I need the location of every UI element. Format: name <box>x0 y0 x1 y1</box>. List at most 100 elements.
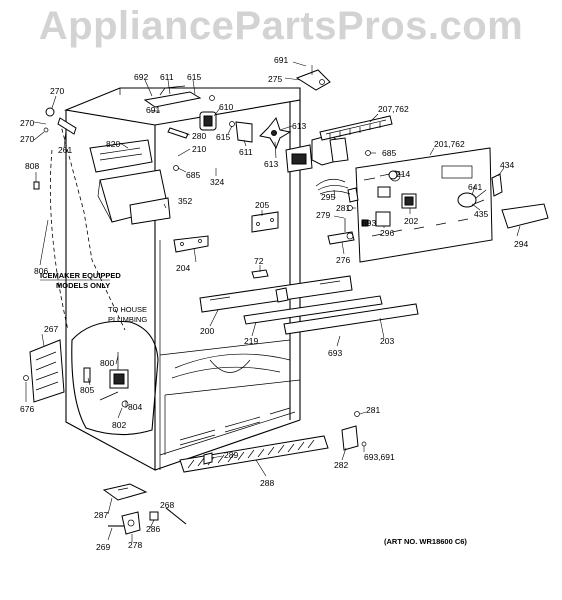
label-685-left: 685 <box>186 170 200 180</box>
label-676: 676 <box>20 404 34 414</box>
label-281-top: 281 <box>336 203 350 213</box>
plumbing-inset <box>71 320 159 436</box>
label-219: 219 <box>244 336 258 346</box>
label-275: 275 <box>268 74 282 84</box>
part-808-grommet <box>33 181 40 190</box>
label-693-691: 693,691 <box>364 452 395 462</box>
part-275-hinge-bracket <box>295 65 331 91</box>
part-72-bracket <box>251 269 269 279</box>
label-294: 294 <box>514 239 528 249</box>
label-613-b: 613 <box>264 159 278 169</box>
label-435: 435 <box>474 209 488 219</box>
part-611-top-bracket <box>143 85 202 108</box>
label-278: 278 <box>128 540 142 550</box>
part-352-ice-bucket <box>97 169 171 225</box>
label-204: 204 <box>176 263 190 273</box>
part-214-knob <box>388 170 398 180</box>
label-270-left: 270 <box>20 118 34 128</box>
art-number: (ART NO. WR18600 C6) <box>384 537 467 546</box>
part-219-strip <box>243 295 383 325</box>
part-287-plate <box>102 483 148 501</box>
part-276-damper <box>327 218 355 245</box>
label-691-top: 691 <box>274 55 288 65</box>
part-200-mullion <box>199 275 353 313</box>
label-210: 210 <box>192 144 206 154</box>
part-278-roller <box>121 511 141 535</box>
part-203-strip <box>283 303 419 335</box>
label-203: 203 <box>380 336 394 346</box>
part-280-cylinder <box>167 127 189 139</box>
label-202: 202 <box>404 216 418 226</box>
label-270-top: 270 <box>50 86 64 96</box>
label-201-762: 201,762 <box>434 139 465 149</box>
icemaker-note-line2: MODELS ONLY <box>56 281 110 290</box>
part-labels: 691 275 692 611 615 691 610 615 613 613 … <box>20 55 528 552</box>
label-276: 276 <box>336 255 350 265</box>
label-268: 268 <box>160 500 174 510</box>
part-261-fill-tube <box>43 107 77 135</box>
part-207-light-strip <box>319 115 393 163</box>
label-261: 261 <box>58 145 72 155</box>
label-200: 200 <box>200 326 214 336</box>
label-615-mid: 615 <box>216 132 230 142</box>
part-610-fan-motor <box>199 111 217 131</box>
label-804: 804 <box>128 402 142 412</box>
label-820: 820 <box>106 139 120 149</box>
part-676-screw <box>23 375 29 381</box>
icemaker-note: ICEMAKER EQUIPPED MODELS ONLY <box>40 271 121 290</box>
label-279: 279 <box>316 210 330 220</box>
label-207-762: 207,762 <box>378 104 409 114</box>
icemaker-note-line1: ICEMAKER EQUIPPED <box>40 271 121 280</box>
part-820-icemaker <box>89 139 153 173</box>
label-269: 269 <box>96 542 110 552</box>
leader-lines <box>25 61 521 542</box>
label-641: 641 <box>468 182 482 192</box>
label-613-a: 613 <box>292 121 306 131</box>
label-324: 324 <box>210 177 224 187</box>
plumbing-note: TO HOUSE PLUMBING <box>108 305 147 324</box>
label-280: 280 <box>192 131 206 141</box>
label-270-b: 270 <box>20 134 34 144</box>
part-267-cover <box>29 339 65 403</box>
label-805: 805 <box>80 385 94 395</box>
label-205: 205 <box>255 200 269 210</box>
part-204-bracket <box>173 235 209 253</box>
label-289: 289 <box>224 450 238 460</box>
cabinet-outline <box>49 87 301 471</box>
label-808: 808 <box>25 161 39 171</box>
label-72: 72 <box>254 256 264 266</box>
label-691-mid: 691 <box>146 105 160 115</box>
part-615-screw-2 <box>229 121 235 127</box>
label-214: 214 <box>396 169 410 179</box>
label-615-top: 615 <box>187 72 201 82</box>
plumbing-note-line2: PLUMBING <box>108 315 147 324</box>
label-692: 692 <box>134 72 148 82</box>
part-693-screw <box>361 219 369 227</box>
label-352: 352 <box>178 196 192 206</box>
label-295: 295 <box>321 192 335 202</box>
label-802: 802 <box>112 420 126 430</box>
part-611-mid-bracket <box>235 121 253 143</box>
part-693-691-screw <box>361 441 367 447</box>
label-281-bot: 281 <box>366 405 380 415</box>
label-611-mid: 611 <box>239 147 253 157</box>
label-685-right: 685 <box>382 148 396 158</box>
label-282: 282 <box>334 460 348 470</box>
label-806: 806 <box>34 266 48 276</box>
part-615-screw <box>209 95 215 101</box>
label-267: 267 <box>44 324 58 334</box>
part-434-bulb-socket <box>457 173 503 208</box>
part-282-bracket <box>341 425 359 451</box>
part-685-screw-left <box>173 165 179 171</box>
label-434: 434 <box>500 160 514 170</box>
part-268-bolt <box>165 507 187 525</box>
part-205-cover <box>251 211 279 233</box>
part-685-screw-right <box>365 150 371 156</box>
label-287: 287 <box>94 510 108 520</box>
site-watermark: AppliancePartsPros.com <box>38 4 524 48</box>
plumbing-note-line1: TO HOUSE <box>108 305 147 314</box>
label-611-top: 611 <box>160 72 174 82</box>
label-286: 286 <box>146 524 160 534</box>
part-289-clip <box>203 452 213 465</box>
